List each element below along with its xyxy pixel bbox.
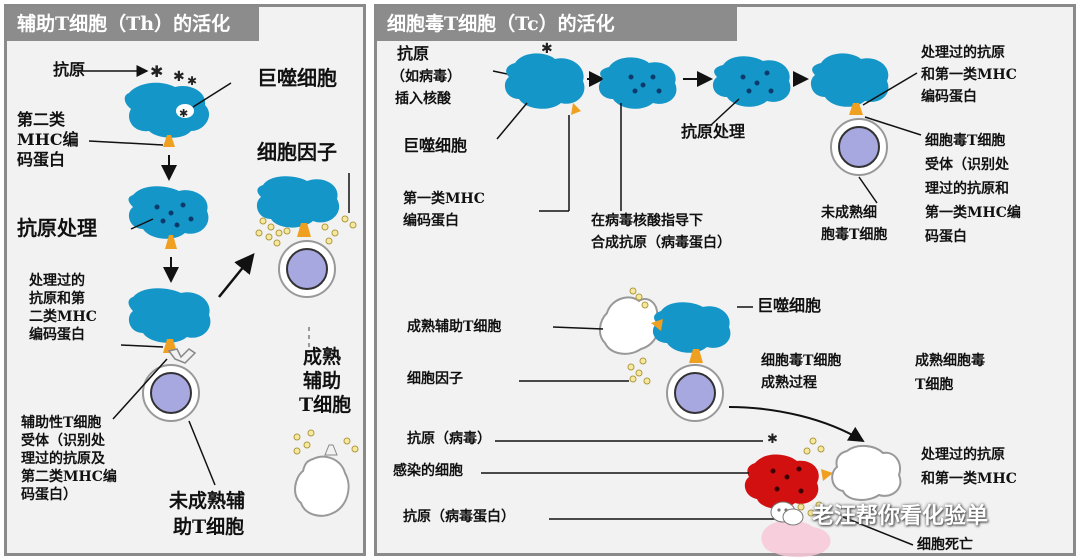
antigen-particles: ✱ ✱ ✱ — [150, 62, 197, 88]
mhc2-label-line2: MHC编 — [17, 130, 79, 149]
th-panel-title: 辅助T细胞（Th）的活化 — [7, 7, 259, 41]
receptor-pointer — [112, 358, 168, 420]
synthesis-label-line2: 合成抗原（病毒蛋白） — [591, 235, 731, 251]
tc-processed-label-line1: 处理过的抗原 — [921, 45, 1005, 61]
macrophage-1: ✱ — [124, 82, 210, 147]
macrophage-label: 巨噬细胞 — [257, 66, 337, 90]
tc-antigen-label-line2: （如病毒） — [391, 69, 461, 85]
tc-antigen-label-line3: 插入核酸 — [395, 91, 451, 107]
mhc2-label-line1: 第二类 — [17, 110, 66, 129]
th-receptor-label-line1: 辅助性T细胞 — [21, 415, 102, 431]
tc-receptor-label-line1: 细胞毒T细胞 — [925, 133, 1006, 149]
processed-label-line3: 二类MHC — [29, 309, 97, 325]
svg-text:✱: ✱ — [187, 74, 197, 88]
antigen-label: 抗原 — [53, 60, 86, 79]
tc-panel-title: 细胞毒T细胞（Tc）的活化 — [377, 7, 737, 41]
mature-th-cell — [294, 444, 350, 517]
mature-tc-cell — [831, 445, 902, 501]
chat-bubble-icon — [770, 501, 804, 526]
antigen-protein-label: 抗原（病毒蛋白） — [403, 509, 515, 525]
virus-antigen: ✱ — [541, 41, 553, 57]
svg-text:✱: ✱ — [150, 62, 163, 81]
tc-macrophage-bottom-label: 巨噬细胞 — [757, 296, 822, 315]
watermark-text: 老汪帮你看化验单 — [812, 504, 989, 529]
mature-tc-label-line2: T细胞 — [915, 377, 954, 393]
tc-macrophage-label: 巨噬细胞 — [403, 136, 468, 155]
th-activation-panel: 辅助T细胞（Th）的活化 ✱ ✱ ✱ ✱ — [4, 4, 366, 556]
mature-th-label-line3: T细胞 — [299, 394, 352, 416]
tc-illustration: ✱ — [481, 41, 922, 558]
macrophage-2 — [128, 186, 209, 249]
mature-th-right-label: 成熟辅助T细胞 — [407, 319, 502, 335]
th-receptor-label-line4: 第二类MHC编 — [21, 469, 117, 485]
tc-receptor-label-line3: 理过的抗原和 — [925, 181, 1009, 197]
macrophage-3 — [128, 288, 211, 353]
processed-label-line1: 处理过的 — [29, 273, 85, 289]
watermark: 老汪帮你看化验单 — [770, 498, 988, 530]
immature-tc-cell — [830, 118, 888, 176]
immature-pointer — [188, 420, 216, 486]
tc-activation-panel: 细胞毒T细胞（Tc）的活化 ✱ — [374, 4, 1076, 558]
tc-receptor-label-line2: 受体（识别处 — [925, 157, 1009, 173]
tc-macrophage-4 — [810, 53, 889, 115]
immature-th-label-line2: 助T细胞 — [173, 516, 245, 538]
dying-cell — [761, 520, 831, 558]
infected-cell-label: 感染的细胞 — [393, 463, 463, 479]
maturation-label-line1: 细胞毒T细胞 — [761, 353, 842, 369]
cytokine-label: 细胞因子 — [257, 140, 337, 164]
svg-text:✱: ✱ — [179, 107, 188, 120]
mature-tc-label-line1: 成熟细胞毒 — [915, 353, 985, 369]
tc-receptor-label-line4: 第一类MHC编 — [925, 205, 1021, 221]
tc-cytokine-label: 细胞因子 — [407, 371, 463, 387]
processed-label-line4: 编码蛋白 — [29, 327, 85, 343]
th-receptor-label-line5: 码蛋白） — [21, 487, 77, 503]
maturation-label-line2: 成熟过程 — [761, 375, 817, 391]
cell-death-label: 细胞死亡 — [917, 537, 973, 553]
processed-pointer — [120, 344, 164, 348]
immature-th-label-line1: 未成熟辅 — [169, 490, 246, 512]
tc-processed2-label-line1: 处理过的抗原 — [921, 447, 1005, 463]
immature-tc-label-line1: 未成熟细 — [821, 205, 877, 221]
th-receptor-label-line3: 理过的抗原及 — [21, 451, 105, 467]
th-illustration: ✱ ✱ ✱ ✱ — [77, 62, 359, 517]
antigen-processing-label: 抗原处理 — [17, 216, 97, 240]
tc-macrophage-2 — [598, 57, 677, 109]
mature-th-cell-right — [599, 296, 660, 355]
processed-label-line2: 抗原和第 — [29, 291, 85, 307]
cytokines-right — [627, 287, 651, 385]
processing-pointer — [130, 218, 154, 230]
tc-processed2-label-line2: 和第一类MHC — [921, 471, 1017, 487]
tc-antigen-processing-label: 抗原处理 — [681, 122, 746, 141]
synthesis-label-line1: 在病毒核酸指导下 — [591, 213, 703, 229]
cytokines-left — [255, 215, 357, 247]
cytokines-infected — [797, 437, 825, 517]
infected-cell — [744, 454, 833, 509]
virus-star-2: ✱ — [767, 432, 778, 447]
antigen-virus-label: 抗原（病毒） — [407, 431, 491, 447]
cytokines-mature — [293, 429, 359, 455]
immature-tc-label-line2: 胞毒T细胞 — [821, 227, 888, 243]
tc-processed-label-line2: 和第一类MHC — [921, 67, 1017, 83]
mhc2-label-line3: 码蛋白 — [17, 150, 66, 169]
tc-processed-label-line3: 编码蛋白 — [921, 89, 977, 105]
tc-macrophage-1 — [504, 53, 585, 115]
mhc1-label-line1: 第一类MHC — [403, 191, 485, 207]
activated-th-cell — [278, 240, 336, 298]
tc-macrophage-3 — [712, 56, 791, 107]
svg-text:✱: ✱ — [173, 69, 185, 85]
mhc2-pointer — [88, 140, 164, 146]
th-receptor-label-line2: 受体（识别处 — [21, 433, 105, 449]
macrophage-pointer — [192, 82, 232, 108]
th-receptor — [167, 348, 197, 364]
tc-receptor-label-line5: 码蛋白 — [925, 229, 967, 245]
mhc1-label-line2: 编码蛋白 — [403, 213, 459, 229]
tc-antigen-label-line1: 抗原 — [397, 44, 430, 63]
macrophage-4 — [256, 176, 340, 237]
tc-macrophage-5 — [651, 302, 731, 363]
mature-th-label-line1: 成熟 — [303, 346, 342, 368]
immature-th-cell-left — [142, 364, 200, 422]
mature-th-label-line2: 辅助 — [303, 370, 342, 392]
maturing-tc-cell — [666, 364, 724, 422]
